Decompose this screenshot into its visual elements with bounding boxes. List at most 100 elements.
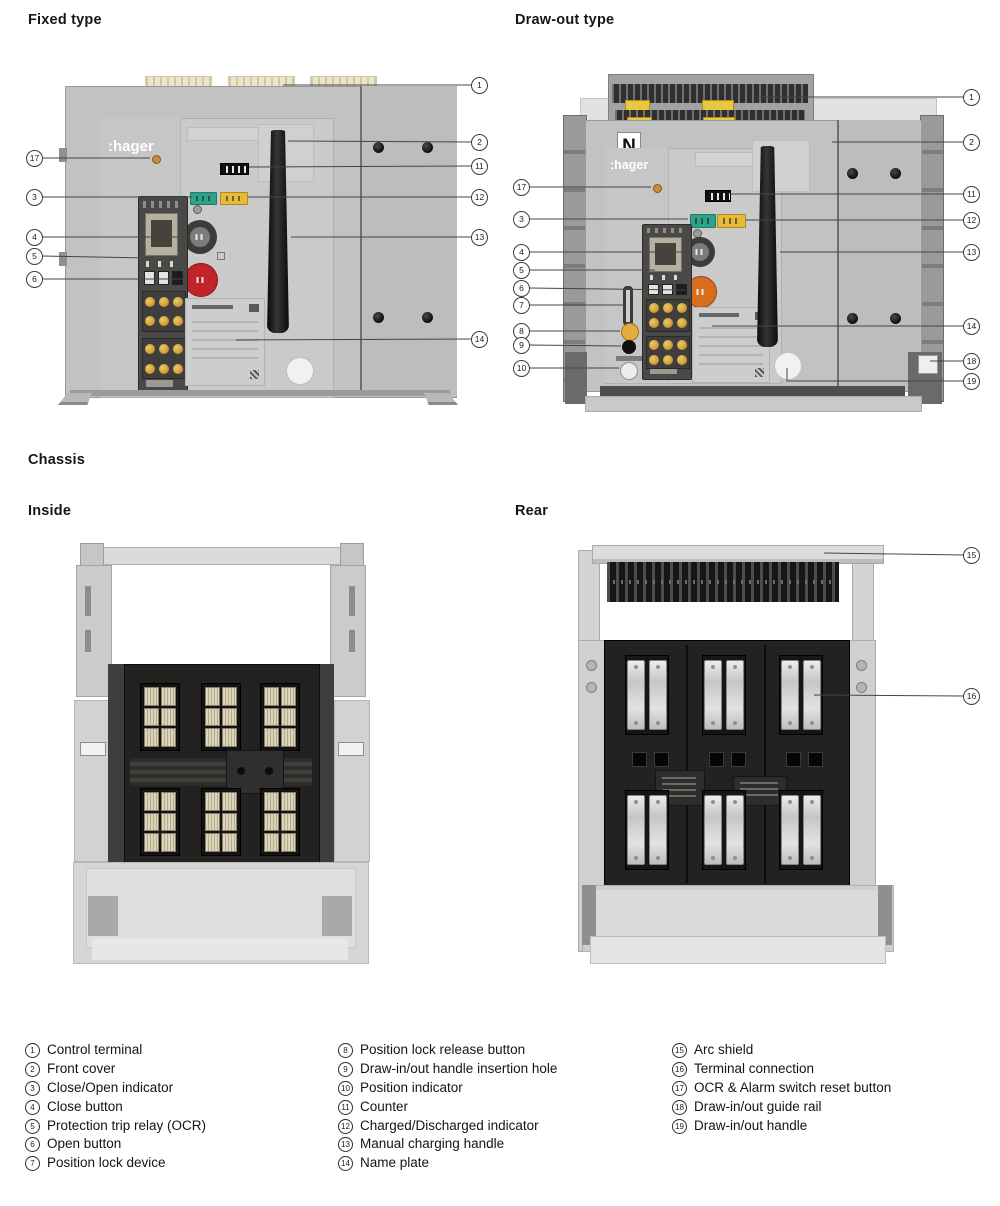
mounting-foot — [424, 393, 458, 405]
rail-hole — [586, 660, 597, 671]
side-tab — [59, 148, 67, 162]
legend-item-label: Protection trip relay (OCR) — [47, 1117, 207, 1133]
rail-hole — [586, 682, 597, 693]
callout-17: 17 — [513, 179, 530, 196]
panel-slot — [808, 752, 823, 767]
terminal-comb — [144, 707, 159, 727]
legend-item-label: Close button — [47, 1098, 123, 1114]
legend-item: 2 Front cover — [25, 1061, 206, 1080]
terminal-connection — [625, 790, 669, 870]
tray-lip — [590, 936, 886, 964]
bottom-channel — [600, 386, 905, 398]
legend-item-label: Name plate — [360, 1155, 430, 1171]
terminal-connection — [779, 790, 823, 870]
terminal-row — [612, 84, 808, 103]
rail-hole — [856, 660, 867, 671]
panel-seam — [686, 645, 688, 883]
terminal-bar — [803, 795, 821, 865]
relay-dial-knob — [145, 343, 156, 354]
legend-item-number: 17 — [672, 1080, 687, 1096]
legend-item-number: 7 — [25, 1156, 40, 1172]
legend-item-label: Close/Open indicator — [47, 1079, 174, 1095]
terminal-comb — [264, 833, 279, 852]
rail-hole — [856, 682, 867, 693]
relay-dial-knob — [662, 354, 673, 365]
legend-item-number: 3 — [25, 1080, 40, 1096]
close-open-indicator — [190, 192, 217, 205]
callout-14: 14 — [963, 318, 980, 335]
panel-slot — [731, 752, 746, 767]
tray-bracket — [88, 896, 118, 936]
rail-handle-left — [80, 742, 106, 756]
relay-dial-knob — [676, 339, 687, 350]
legend-item: 14 Name plate — [338, 1155, 557, 1174]
terminal-cluster — [140, 788, 180, 856]
legend-item-number: 12 — [338, 1118, 353, 1134]
relay-dial-knob — [649, 302, 660, 313]
handle-recess — [258, 124, 314, 182]
rail-handle-right — [338, 742, 364, 756]
callout-3: 3 — [513, 211, 530, 228]
relay-dial-knob — [649, 354, 660, 365]
screw-hole — [373, 142, 384, 153]
legend-item-label: Draw-in/out handle insertion hole — [360, 1060, 558, 1076]
terminal-bar — [726, 795, 744, 865]
callout-13: 13 — [963, 244, 980, 261]
callout-5: 5 — [26, 248, 43, 265]
terminal-comb — [222, 833, 237, 852]
screw-hole — [847, 168, 858, 179]
terminal-comb — [161, 792, 176, 811]
relay-dial-knob — [145, 316, 156, 327]
legend-item-number: 14 — [338, 1156, 353, 1172]
terminal-comb — [222, 792, 237, 811]
terminal-comb — [264, 687, 279, 706]
relay-dial-knob — [662, 339, 673, 350]
relay-dial-knob — [649, 339, 660, 350]
frame-column-right — [318, 664, 334, 868]
terminal-comb — [161, 728, 176, 747]
legend-item-label: Terminal connection — [694, 1060, 815, 1076]
legend-item-number: 13 — [338, 1137, 353, 1153]
legend-item-number: 2 — [25, 1061, 40, 1077]
terminal-comb — [264, 792, 279, 811]
screw-hole — [890, 168, 901, 179]
callout-5: 5 — [513, 262, 530, 279]
bottom-base — [585, 396, 922, 412]
terminal-cluster — [260, 788, 300, 856]
panel-slot — [654, 752, 669, 767]
callout-12: 12 — [963, 212, 980, 229]
charged-discharged-indicator — [220, 192, 248, 205]
terminal-comb — [264, 812, 279, 832]
drawout-type-title: Draw-out type — [515, 12, 615, 28]
callout-1: 1 — [963, 89, 980, 106]
legend-item: 3 Close/Open indicator — [25, 1080, 206, 1099]
legend-item-label: Front cover — [47, 1060, 116, 1076]
callout-6: 6 — [26, 271, 43, 288]
relay-dial-knob — [676, 302, 687, 313]
legend-item-label: Position indicator — [360, 1079, 463, 1095]
panel-slot — [786, 752, 801, 767]
terminal-comb — [161, 687, 176, 706]
terminal-comb — [205, 728, 220, 747]
side-tab — [59, 252, 67, 266]
terminal-comb — [281, 833, 296, 852]
panel-slot — [632, 752, 647, 767]
legend-item-label: Draw-in/out guide rail — [694, 1098, 822, 1114]
terminal-comb — [222, 812, 237, 832]
terminal-comb — [161, 812, 176, 832]
terminal-comb — [205, 687, 220, 706]
position-lock-device — [623, 286, 633, 326]
terminal-comb — [205, 833, 220, 852]
